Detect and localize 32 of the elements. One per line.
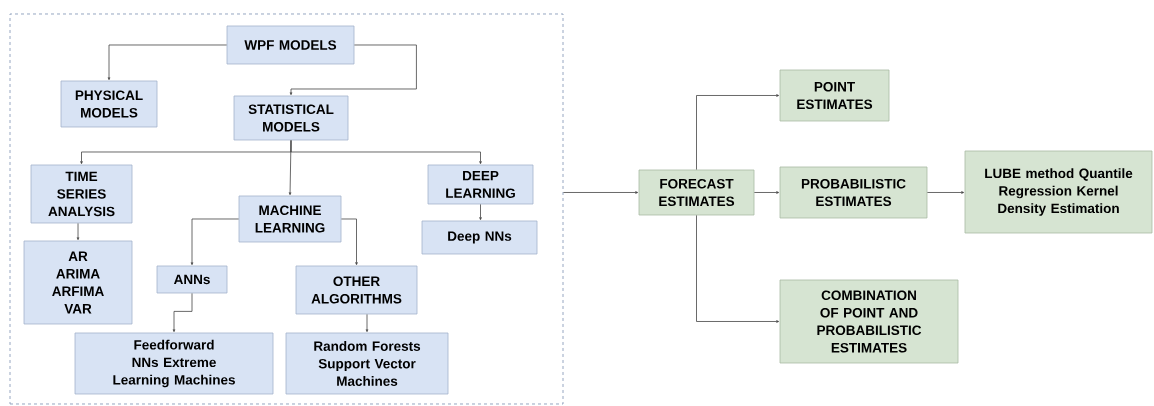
- process-box: Deep NNs: [421, 220, 538, 255]
- arrow: [107, 44, 227, 81]
- process-box: ANNs: [156, 265, 228, 294]
- arrow: [696, 94, 780, 170]
- arrow: [696, 215, 780, 323]
- process-box: FORECAST ESTIMATES: [638, 169, 755, 216]
- arrow: [290, 140, 482, 165]
- process-box: Feedforward NNs Extreme Learning Machines: [74, 332, 274, 395]
- process-box: PROBABILISTIC ESTIMATES: [779, 166, 928, 219]
- process-box: COMBINATION OF POINT AND PROBABILISTIC ESTIMATES: [779, 279, 959, 364]
- arrow: [172, 293, 193, 333]
- arrow: [76, 223, 80, 241]
- dashed-frame: [9, 13, 564, 405]
- process-box: PHYSICAL MODELS: [60, 80, 158, 128]
- process-box: Random Forests Support Vector Machines: [285, 332, 449, 395]
- arrow: [754, 191, 780, 194]
- arrow: [190, 218, 239, 266]
- process-box: TIME SERIES ANALYSIS: [30, 164, 133, 224]
- process-box: DEEP LEARNING: [427, 164, 534, 205]
- process-box: WPF MODELS: [226, 25, 355, 65]
- process-box: POINT ESTIMATES: [779, 69, 890, 122]
- arrow: [479, 204, 482, 221]
- arrow: [927, 191, 965, 194]
- arrow: [289, 44, 417, 96]
- arrow: [563, 191, 639, 194]
- process-box: AR ARIMA ARFIMA VAR: [23, 240, 133, 325]
- process-box: STATISTICAL MODELS: [233, 95, 349, 141]
- arrow: [341, 218, 358, 266]
- process-box: LUBE method Quantile Regression Kernel Density Estimation: [964, 150, 1153, 234]
- process-box: MACHINE LEARNING: [238, 195, 342, 243]
- arrow: [365, 314, 369, 333]
- process-box: OTHER ALGORITHMS: [295, 265, 418, 315]
